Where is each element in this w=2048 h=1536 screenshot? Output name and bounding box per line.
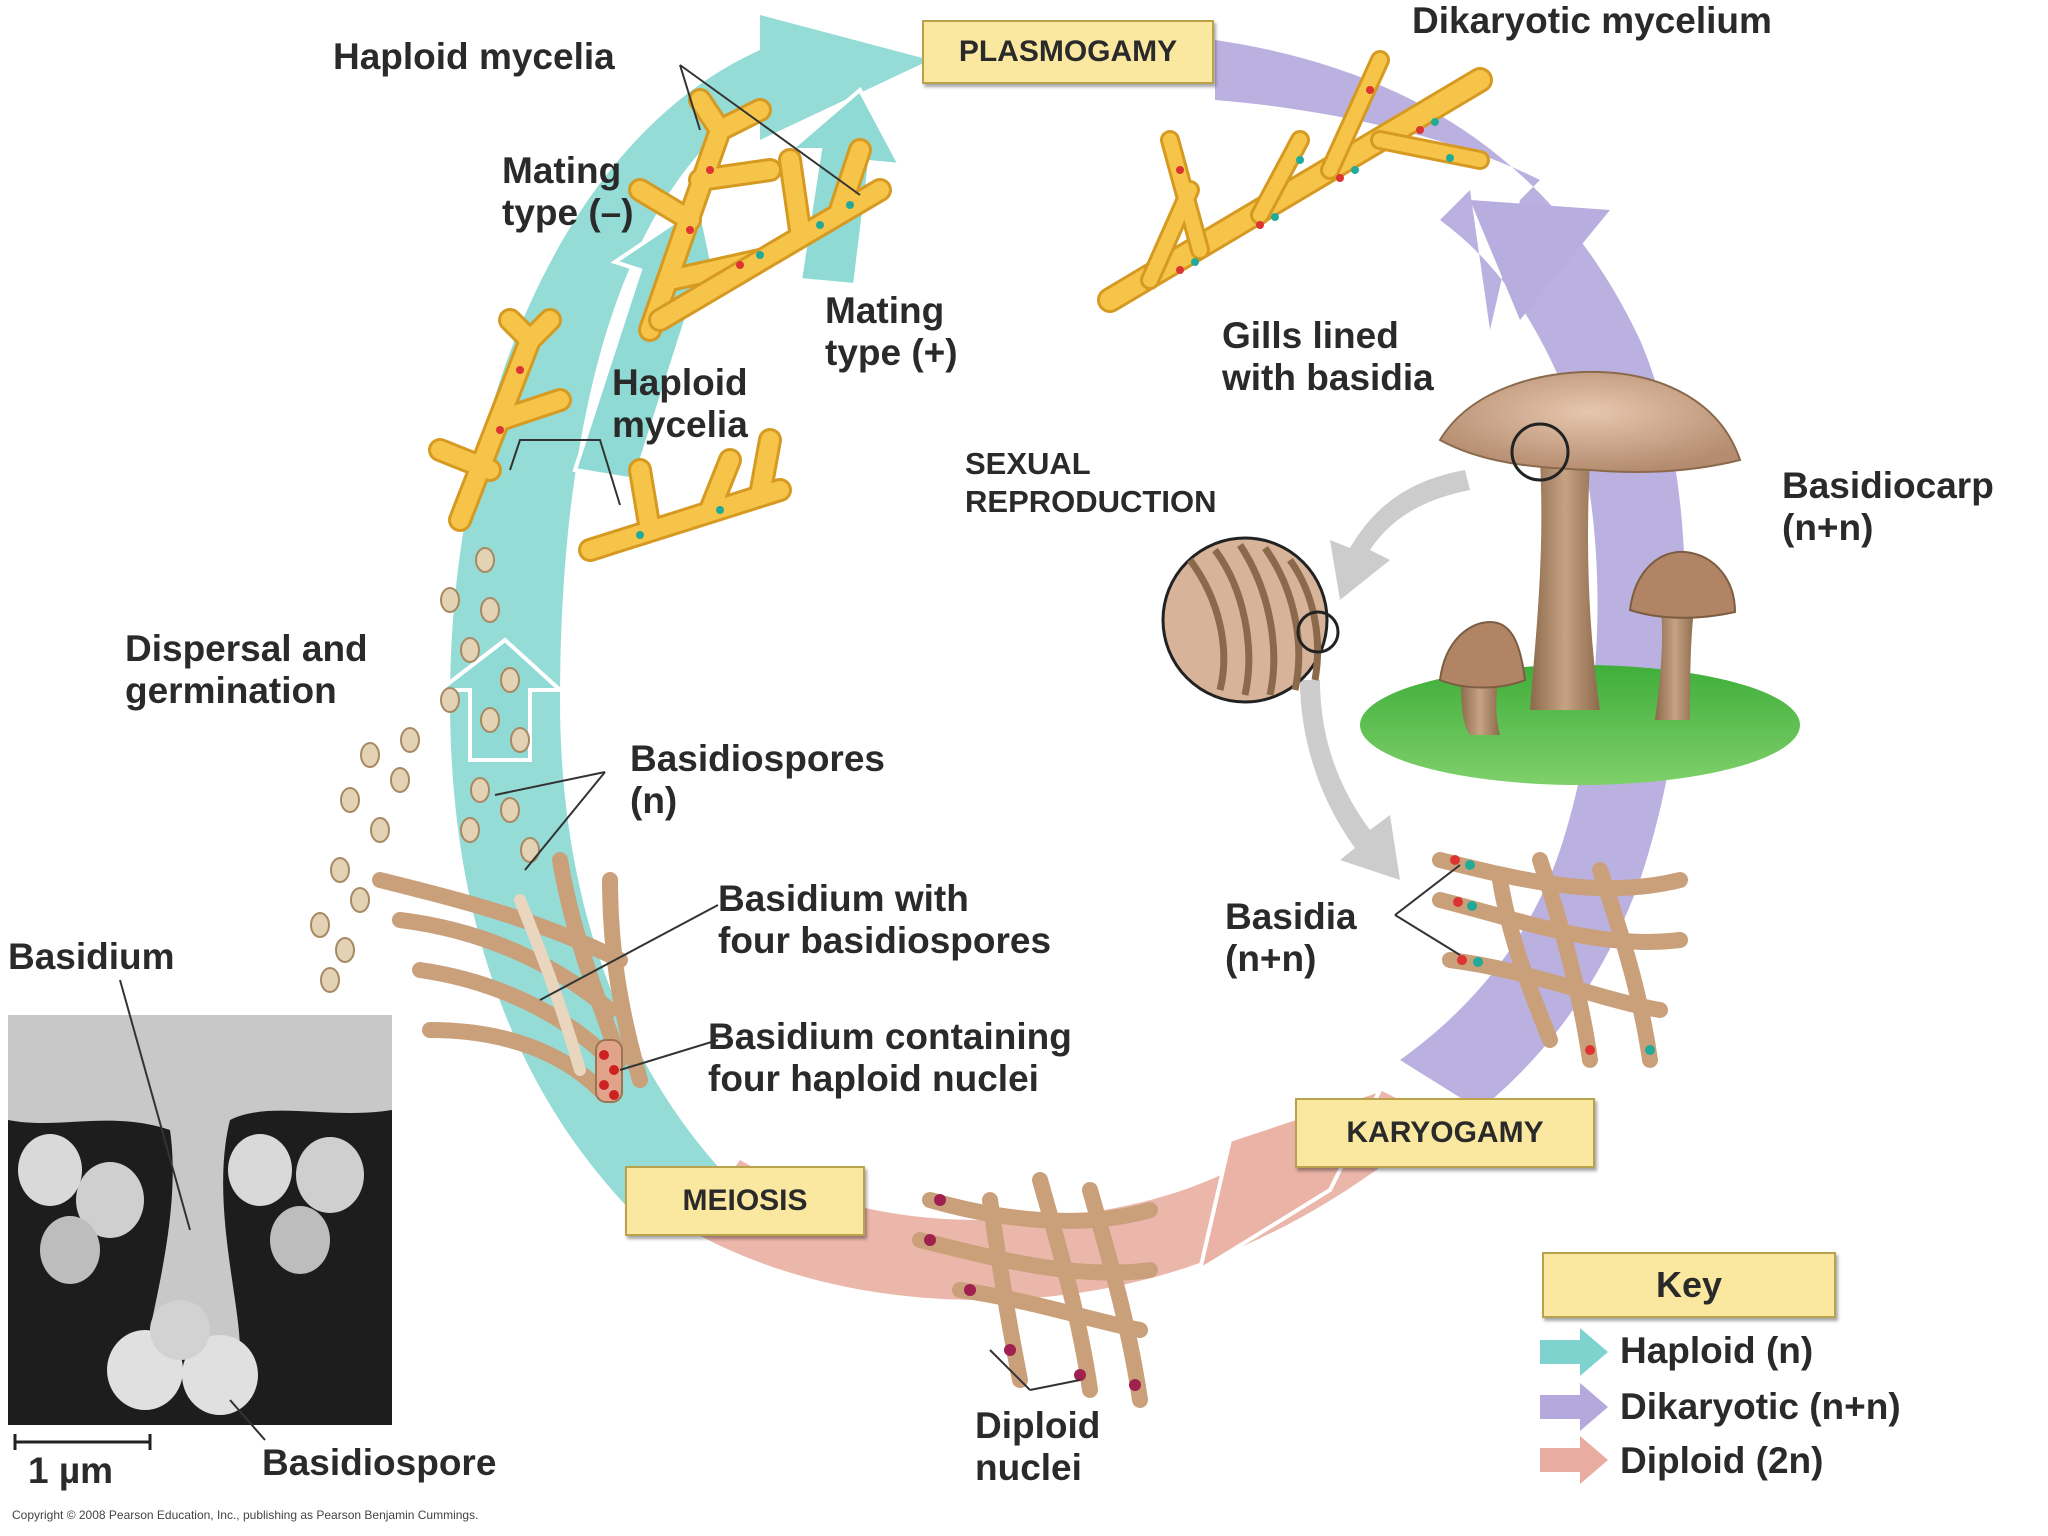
- zoom-arrow-bottom: [1300, 680, 1400, 880]
- mushroom-small-right-cap: [1628, 550, 1737, 619]
- haploid-mycelia-top-label: Haploid mycelia: [333, 36, 615, 77]
- dikaryotic-arrowhead: [1470, 200, 1610, 320]
- germination-arrow: [434, 637, 566, 762]
- basidium-label: Basidium: [8, 936, 175, 977]
- haploid-mycelium-lower-right: [578, 428, 792, 562]
- leader-lines: [119, 64, 1461, 1441]
- basidiospore-label: Basidiospore: [262, 1442, 497, 1483]
- key-dikaryotic-arrow: [1540, 1383, 1608, 1431]
- key-diploid-label: Diploid (2n): [1620, 1440, 1824, 1481]
- dikaryotic-basidia-nuclei: [1450, 855, 1655, 1055]
- key-title-box: Key: [1542, 1252, 1836, 1318]
- sem-micrograph: [8, 1015, 392, 1425]
- basidiospores-scattered: [310, 547, 540, 993]
- mushroom-stem-large: [1530, 460, 1600, 710]
- karyogamy-stage-box: KARYOGAMY: [1295, 1098, 1595, 1168]
- basidiocarp-label: Basidiocarp(n+n): [1782, 465, 1994, 548]
- haploid-nuclei-in-basidium: [595, 1039, 623, 1103]
- scale-bar-label: 1 µm: [28, 1450, 114, 1491]
- key-haploid-label: Haploid (n): [1620, 1330, 1814, 1371]
- dikaryotic-mycelium-label: Dikaryotic mycelium: [1412, 0, 1772, 41]
- diploid-nuclei-markers: [924, 1194, 1141, 1391]
- mushroom-small-left-cap: [1438, 620, 1527, 689]
- gill-magnified-view: [1161, 536, 1340, 704]
- gill-zoom-circle-small: [1510, 422, 1570, 482]
- basidia-gill-tissue-left: [372, 852, 648, 1098]
- zoom-arrow-top: [1330, 470, 1470, 600]
- dikaryotic-nuclei: [1176, 86, 1454, 274]
- mushroom-small-right: [1655, 600, 1695, 720]
- haploid-nuclei: [496, 166, 854, 539]
- copyright-text: Copyright © 2008 Pearson Education, Inc.…: [12, 1508, 479, 1522]
- haploid-mycelium-lower-left: [428, 308, 572, 532]
- mushroom-cap-large: [1438, 370, 1742, 473]
- diploid-basidia-tissue: [912, 1172, 1158, 1408]
- basidia-dikaryotic-label: Basidia(n+n): [1225, 896, 1357, 979]
- dikaryotic-cycle-arrow: [1215, 40, 1685, 1110]
- key-haploid-arrow: [1540, 1328, 1608, 1376]
- key-diploid-arrow: [1540, 1436, 1608, 1484]
- dikaryotic-mycelium-illustration: [1097, 50, 1493, 313]
- key-dikaryotic-label: Dikaryotic (n+n): [1620, 1386, 1901, 1427]
- scale-bar: [13, 1434, 152, 1450]
- plasmogamy-stage-box: PLASMOGAMY: [922, 20, 1214, 84]
- basidiospores-label: Basidiospores(n): [630, 738, 885, 821]
- haploid-mycelium-minus: [628, 88, 892, 342]
- meiosis-stage-box: MEIOSIS: [625, 1166, 865, 1236]
